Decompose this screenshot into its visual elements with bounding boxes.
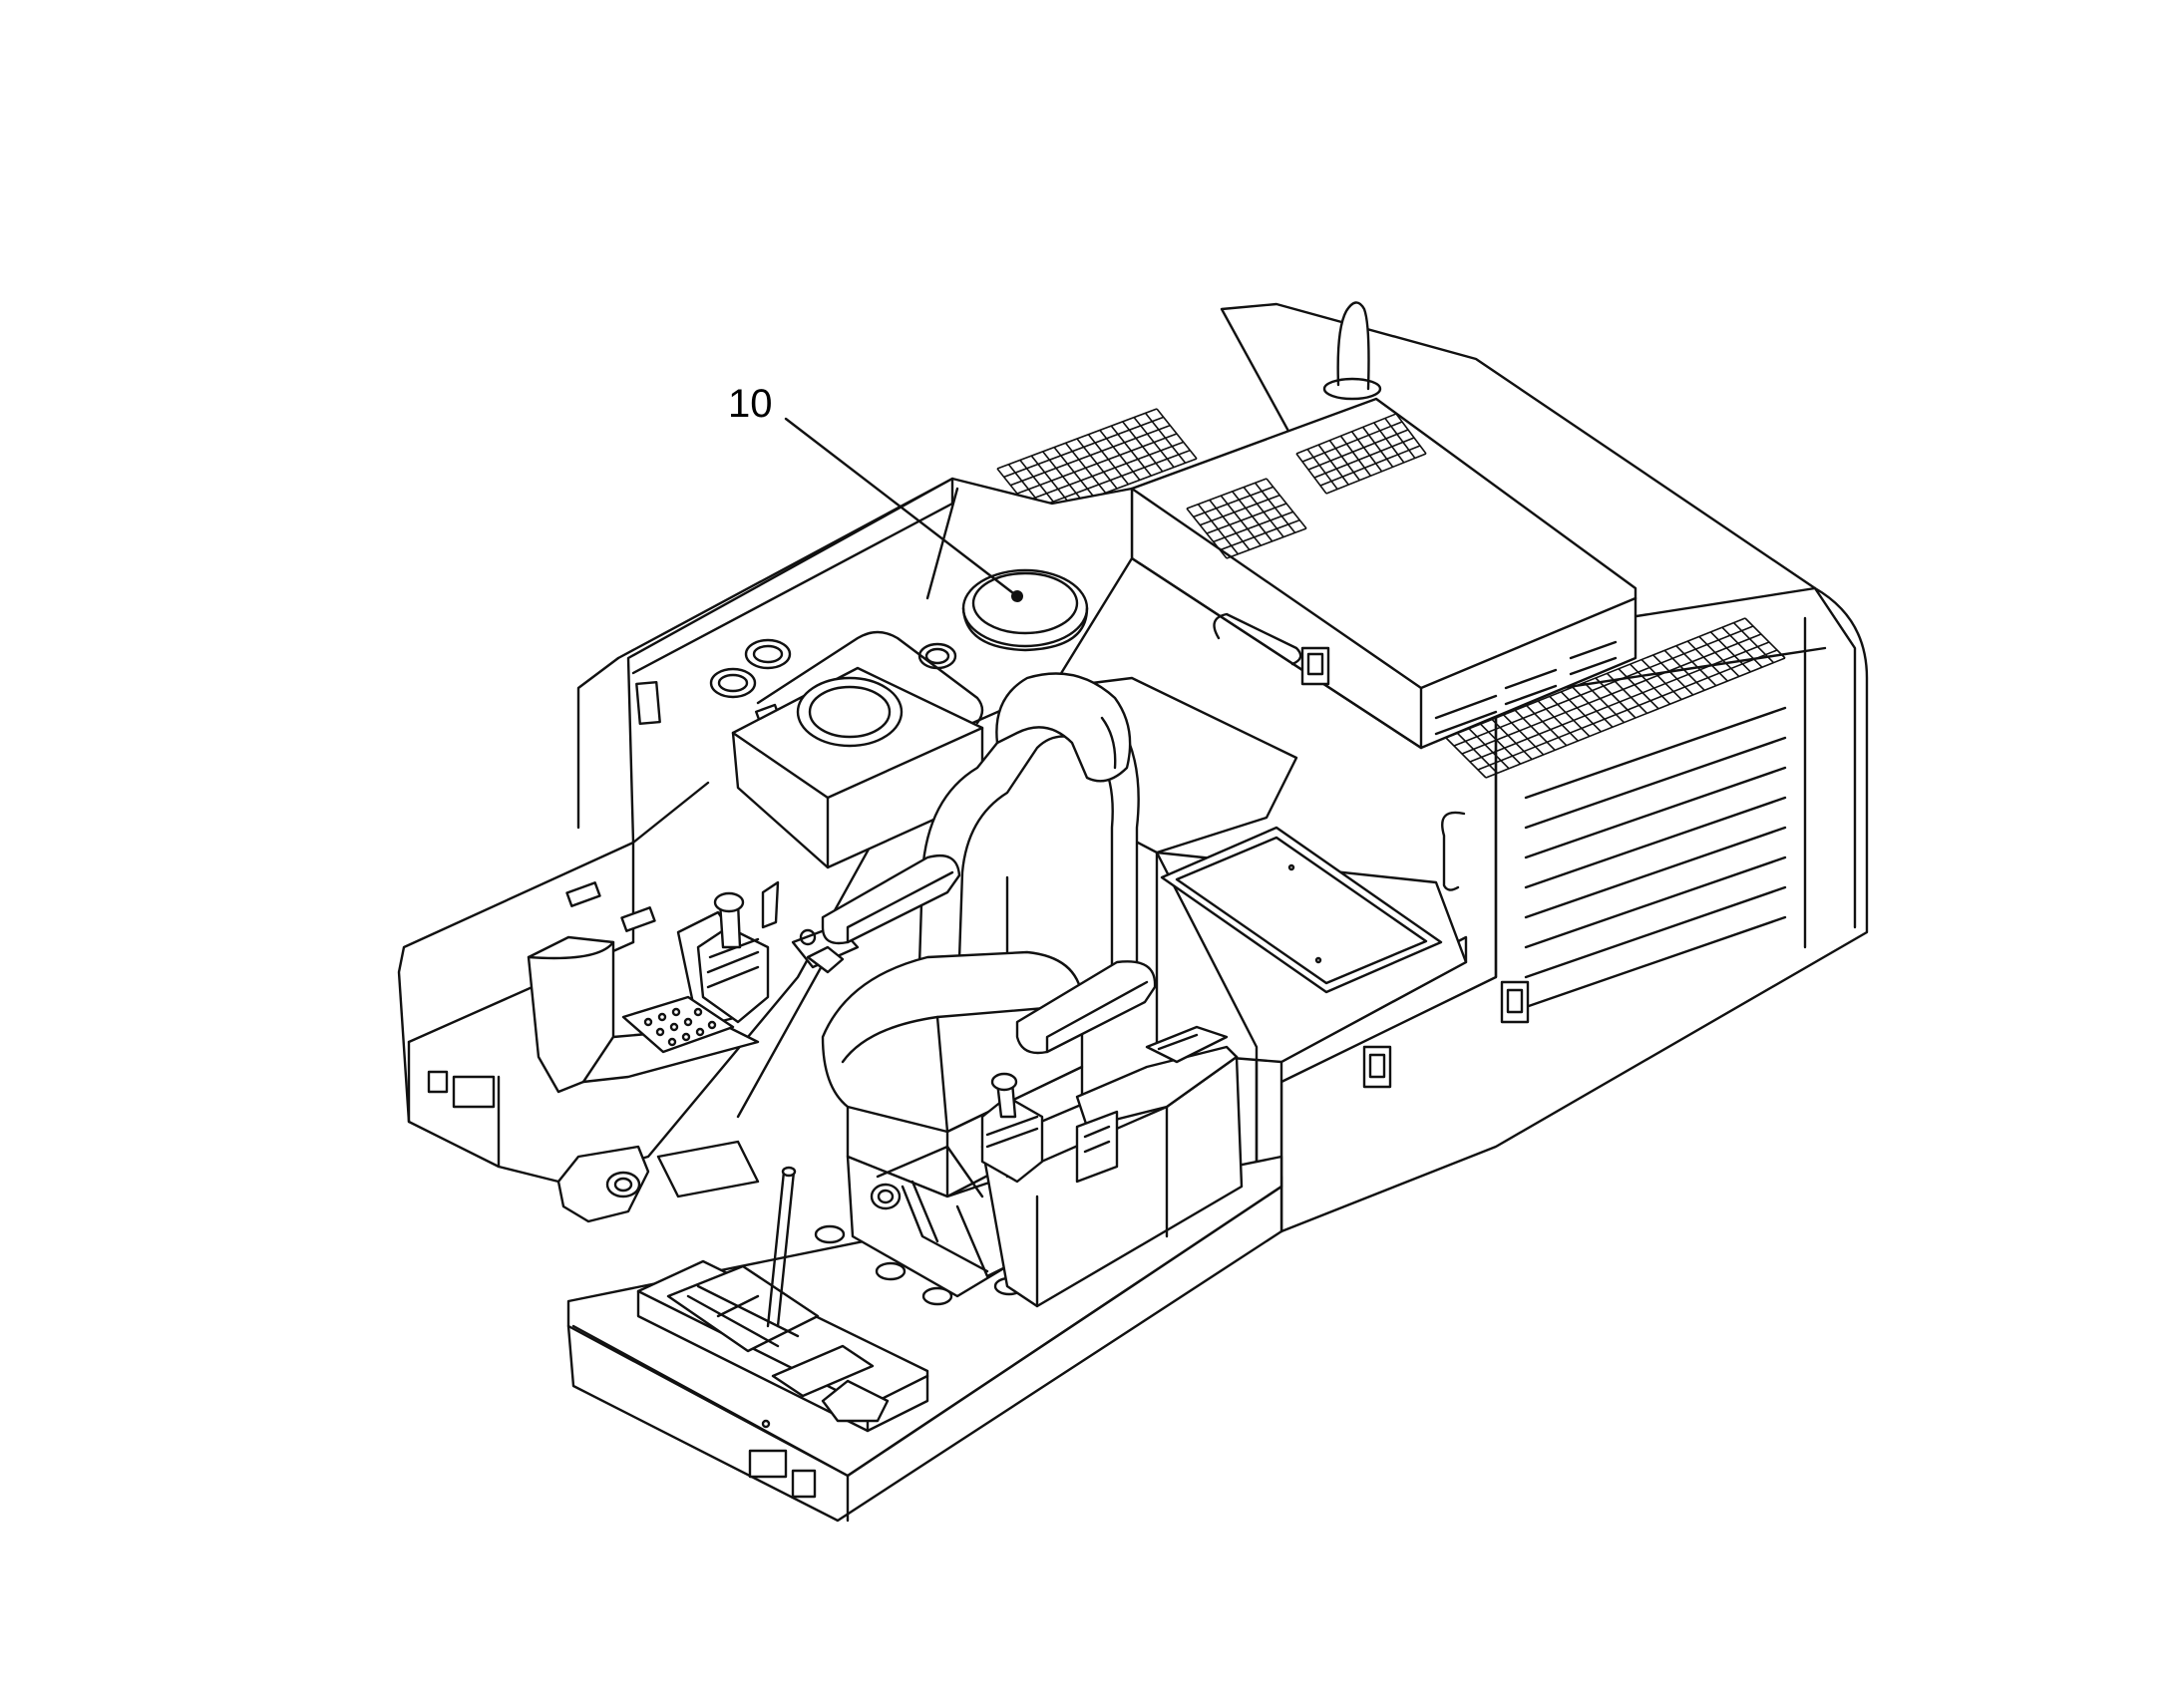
operator-seat (821, 672, 1157, 1198)
grille-line (1295, 413, 1397, 455)
grille-line (1477, 649, 1778, 771)
left-joystick (696, 880, 780, 1024)
grille-line (1186, 478, 1268, 510)
callout-10: 10 (728, 382, 1019, 598)
grille-line (1606, 672, 1648, 714)
hood-grille-3 (1295, 413, 1427, 495)
side-louvers (1524, 706, 1787, 1009)
side-handle (1441, 811, 1466, 891)
grille-line (1652, 654, 1694, 696)
grille-line (1317, 444, 1349, 486)
grille-line (1010, 424, 1171, 487)
grille-line (1373, 422, 1405, 464)
grille-line (1675, 645, 1717, 687)
deck-floor-plate (1160, 826, 1443, 994)
grille-line (1319, 445, 1421, 487)
grille-line (1220, 518, 1300, 551)
grille-line (1526, 705, 1568, 747)
hood-vent-slots (1434, 640, 1618, 736)
grille-line (1213, 511, 1293, 543)
grille-line (1030, 449, 1191, 512)
grille-line (1663, 649, 1705, 691)
grille-line (1003, 416, 1164, 479)
front-slots (748, 1419, 817, 1499)
hood-grille-2 (1186, 478, 1307, 559)
grille-line (1503, 714, 1545, 756)
front-step-bracket (556, 1140, 760, 1223)
hood-handle (1213, 612, 1302, 666)
floor-hatch (636, 1259, 929, 1433)
grille-line (1325, 453, 1427, 495)
handrail (756, 630, 984, 725)
right-joystick (980, 1072, 1044, 1184)
right-console-panel (1075, 1110, 1119, 1184)
console-tower (731, 666, 984, 869)
grille-line (1226, 527, 1307, 559)
grille-line (1732, 622, 1775, 664)
grille-line (1016, 433, 1178, 495)
grille-line (1744, 617, 1786, 659)
grille-line (1200, 494, 1280, 526)
grille-line (1339, 435, 1372, 477)
grille-line (1686, 640, 1728, 682)
grille-line (1549, 695, 1591, 738)
side-grille (1445, 617, 1786, 779)
grille-line (996, 408, 1158, 470)
grille-line (1514, 709, 1556, 751)
grille-line (1362, 426, 1394, 468)
grille-line (1698, 635, 1740, 678)
hood-grille-1 (996, 408, 1198, 519)
grille-line (1618, 668, 1659, 710)
gauge-rings (709, 638, 957, 699)
seat-pedestal (846, 1145, 1009, 1298)
callout-label: 10 (728, 382, 773, 426)
grille-line (1301, 421, 1403, 463)
grille-line (1350, 431, 1383, 473)
grille-line (1384, 417, 1416, 459)
grille-line (1583, 682, 1626, 724)
grille-line (1206, 503, 1287, 534)
grille-line (1445, 617, 1746, 739)
grille-line (1630, 663, 1671, 705)
grille-line (1468, 728, 1510, 770)
grille-line (1023, 441, 1184, 504)
grille-line (1469, 641, 1770, 763)
grille-line (1572, 686, 1614, 728)
travel-lever (766, 1166, 797, 1328)
exhaust-pipe (1322, 301, 1382, 401)
grille-line (1595, 677, 1636, 719)
grille-line (1445, 737, 1487, 779)
grille-line (1307, 429, 1409, 471)
grille-line (1480, 723, 1522, 765)
callout-leader-line (784, 417, 1019, 598)
grille-line (1709, 631, 1751, 673)
grille-line (1295, 453, 1327, 495)
grille-line (1721, 626, 1763, 668)
left-pedal-plate (621, 995, 735, 1054)
grille-line (1456, 732, 1499, 774)
grille-line (1328, 440, 1360, 482)
grille-line (1193, 486, 1273, 518)
grille-line (1640, 658, 1682, 701)
grille-line (1461, 633, 1762, 755)
grille-line (1395, 413, 1427, 455)
grille-line (1537, 700, 1579, 742)
grille-line (1306, 449, 1338, 491)
grille-line (1453, 625, 1754, 747)
grille-line (1485, 657, 1786, 779)
grille-line (1313, 437, 1415, 479)
grille-line (1491, 718, 1533, 761)
grille-line (1560, 691, 1602, 733)
